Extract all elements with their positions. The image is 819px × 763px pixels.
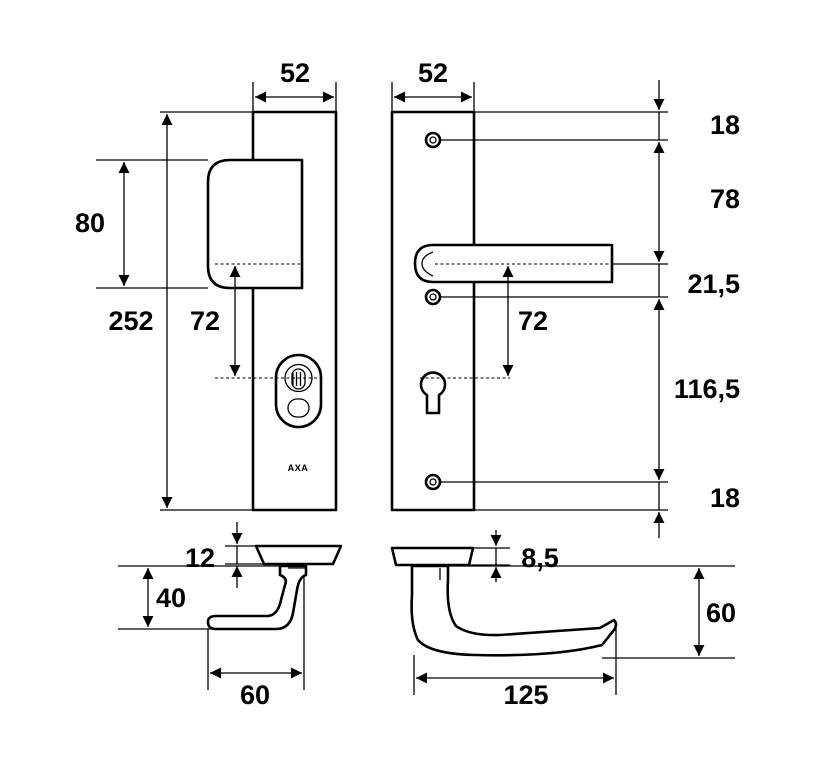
dim-bottom-screw-offset: 18	[710, 483, 740, 513]
dim-screw-to-handle: 78	[710, 184, 740, 214]
middle-screw	[424, 288, 442, 306]
dim-top-screw-offset: 18	[710, 110, 740, 140]
dim-center-distance-left: 72	[190, 306, 220, 336]
knob-rose	[254, 544, 343, 566]
dimension-lines	[96, 80, 735, 695]
dim-total-height: 252	[108, 306, 153, 336]
right-shield-front-view	[390, 110, 625, 512]
dim-knob-width: 60	[240, 680, 270, 710]
right-shield-plate	[390, 110, 476, 512]
dim-knob-height: 80	[75, 208, 105, 238]
dim-center-distance-right: 72	[518, 306, 548, 336]
dim-lever-projection: 60	[706, 598, 736, 628]
dim-lever-rose-thickness: 8,5	[521, 543, 559, 573]
brand-logo: AXA	[288, 463, 309, 473]
left-shield-front-view: AXA	[206, 110, 338, 512]
cylinder-keyhole	[419, 371, 447, 415]
left-shield-knob-block	[206, 158, 304, 290]
dim-shield-width-right: 52	[418, 58, 448, 88]
left-shield-plate	[251, 110, 338, 512]
dim-lever-length: 125	[503, 680, 548, 710]
bottom-screw	[424, 473, 442, 491]
knob-arm	[206, 564, 308, 631]
dimension-labels: 52 52 80 252 72 72 18 78 21,5 116,5 18 1…	[75, 58, 740, 710]
lever-side-view	[390, 546, 618, 657]
dim-knob-projection: 40	[156, 583, 186, 613]
cylinder-cover-escutcheon	[274, 353, 323, 429]
dim-handle-to-screw: 21,5	[687, 269, 740, 299]
dim-knob-rose-thickness: 12	[185, 543, 215, 573]
top-screw	[424, 131, 442, 149]
lever-rose	[390, 546, 475, 567]
dim-screw-to-bottom-screw: 116,5	[674, 374, 740, 404]
dim-shield-width-left: 52	[280, 58, 310, 88]
lever-neck-inner	[421, 251, 434, 277]
knob-side-view	[206, 544, 343, 631]
lever-arm-side	[410, 564, 618, 657]
